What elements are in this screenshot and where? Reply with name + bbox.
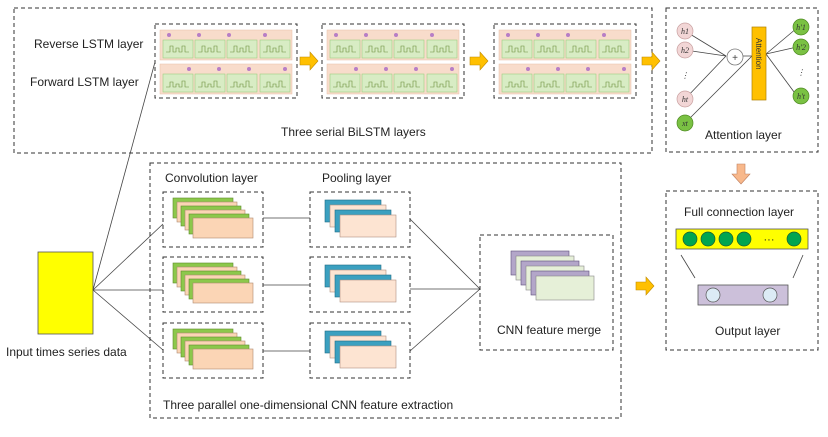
pool-feature-maps (324, 264, 397, 303)
cnn-caption: Three parallel one-dimensional CNN featu… (163, 398, 453, 412)
fc-node (700, 231, 716, 247)
merge-box (479, 234, 614, 351)
node-ht-prime-label: h't (797, 92, 806, 101)
bilstm-layer-2 (322, 24, 464, 98)
input-connections (92, 61, 164, 351)
output-node (762, 287, 778, 303)
down-arrow-icon (731, 163, 751, 185)
reverse-lstm-label: Reverse LSTM layer (34, 37, 143, 51)
node-ht-prime (792, 87, 810, 105)
output-ellipsis: ⋮ (797, 68, 805, 77)
fc-layer-label: Full connection layer (684, 205, 794, 219)
node-xt (676, 114, 694, 132)
conv-box (162, 191, 264, 248)
conv-feature-maps (172, 262, 254, 304)
node-h1-prime (792, 18, 810, 36)
pool-box (309, 256, 411, 313)
merge-label: CNN feature merge (497, 323, 601, 337)
attention-input-nodes: h1 h2 ⋮ ht xt (676, 22, 694, 132)
node-h2-prime-label: h'2 (796, 43, 806, 52)
conv-feature-maps (172, 328, 254, 370)
arrow-icon (469, 51, 489, 71)
output-node (705, 287, 721, 303)
attention-bar-label: Attention (754, 38, 763, 70)
sum-symbol: + (732, 53, 738, 64)
node-ht (676, 90, 694, 108)
arrow-icon (635, 276, 655, 296)
fc-node (786, 231, 802, 247)
arrow-icon (641, 51, 661, 71)
conv-feature-maps (172, 197, 254, 239)
fc-node (718, 231, 734, 247)
forward-lstm-label: Forward LSTM layer (30, 75, 139, 89)
conv-box (162, 256, 264, 313)
bilstm-caption: Three serial BiLSTM layers (281, 125, 426, 139)
node-h2-label: h2 (681, 46, 689, 55)
output-layer-label: Output layer (715, 324, 780, 338)
attention-connections (684, 27, 798, 124)
attention-bar (751, 26, 767, 101)
pool-merge-connections (409, 218, 481, 352)
conv-layer-label: Convolution layer (165, 171, 258, 185)
fc-node (736, 231, 752, 247)
bilstm-layer-1 (155, 24, 297, 98)
arrow-icon (299, 51, 319, 71)
attention-output-nodes: h'1 h'2 ⋮ h't (792, 18, 810, 105)
pool-feature-maps (324, 330, 397, 369)
conv-box (162, 322, 264, 379)
fc-output-connector (792, 254, 804, 279)
pool-layer-label: Pooling layer (322, 171, 391, 185)
input-block (37, 251, 94, 335)
node-xt-label: xt (681, 119, 689, 128)
fc-node (682, 231, 698, 247)
attention-region (665, 7, 819, 153)
attention-caption: Attention layer (705, 128, 782, 142)
output-region (665, 190, 819, 351)
fc-ellipsis: ··· (764, 234, 775, 246)
node-h1 (676, 22, 694, 40)
cnn-region (149, 162, 622, 419)
pool-feature-maps (324, 199, 397, 238)
fc-nodes (682, 231, 802, 247)
node-h1-prime-label: h'1 (796, 23, 806, 32)
input-label: Input times series data (6, 345, 127, 359)
sum-node (726, 48, 744, 66)
node-h2 (676, 41, 694, 59)
input-ellipsis: ⋮ (681, 71, 689, 80)
fc-output-connector (680, 254, 696, 279)
node-h2-prime (792, 38, 810, 56)
node-h1-label: h1 (681, 27, 689, 36)
bilstm-region (13, 7, 653, 154)
bilstm-layer-3 (494, 24, 636, 98)
merge-feature-maps (510, 250, 595, 301)
node-ht-label: ht (682, 95, 689, 104)
